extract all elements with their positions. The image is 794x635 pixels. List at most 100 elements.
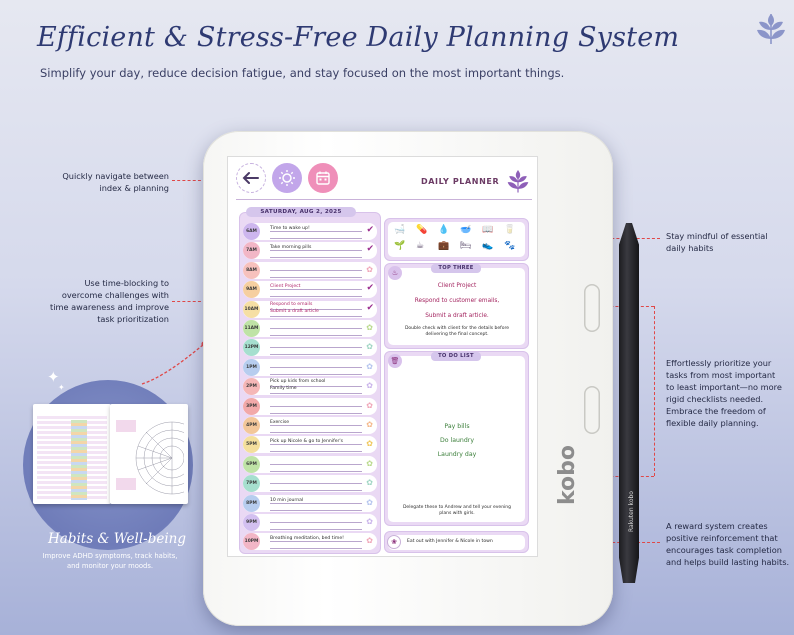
stylus-pen bbox=[619, 223, 639, 583]
hour-badge: 8AM bbox=[243, 261, 260, 279]
time-slot[interactable]: 1PM ✿ bbox=[243, 358, 377, 376]
calendar-button[interactable] bbox=[308, 163, 338, 193]
evening-plan-panel: ❀ Eat out with Jennifer & Nicole in town bbox=[384, 531, 529, 553]
time-slot[interactable]: 8PM 10 min journal ✿ bbox=[243, 494, 377, 512]
time-slot[interactable]: 6PM✿ bbox=[243, 455, 377, 473]
task-line bbox=[270, 509, 362, 511]
page-title: Efficient & Stress-Free Daily Planning S… bbox=[37, 22, 680, 53]
task-text[interactable]: Pick up kids from school bbox=[270, 379, 326, 385]
index-button[interactable] bbox=[272, 163, 302, 193]
water-glass-icon[interactable]: 🥛 bbox=[504, 225, 516, 235]
top-three-item[interactable]: Submit a draft article. bbox=[425, 313, 489, 319]
todo-item[interactable]: Do laundry bbox=[439, 437, 474, 444]
task-text[interactable]: Family time bbox=[270, 386, 297, 392]
task-text[interactable]: Take morning pills bbox=[270, 245, 312, 251]
page-back-button[interactable] bbox=[584, 386, 600, 434]
time-slot[interactable]: 8AM ✿ bbox=[243, 261, 377, 279]
checkmark-icon[interactable]: ✔ bbox=[366, 302, 374, 313]
top-three-item[interactable]: Client Project bbox=[437, 283, 477, 289]
task-line bbox=[270, 238, 362, 239]
evening-plan-text[interactable]: Eat out with Jennifer & Nicole in town bbox=[407, 539, 493, 544]
reward-flower-icon[interactable]: ✿ bbox=[366, 439, 373, 449]
reward-flower-icon[interactable]: ✿ bbox=[366, 361, 373, 371]
task-text[interactable]: Respond to emails bbox=[270, 301, 313, 307]
reward-flower-icon[interactable]: ✿ bbox=[366, 342, 373, 352]
task-line bbox=[270, 490, 362, 492]
task-text[interactable]: Client Project bbox=[270, 284, 301, 290]
task-line bbox=[270, 502, 362, 504]
checkmark-icon[interactable]: ✔ bbox=[366, 225, 374, 235]
time-slot[interactable]: 9PM✿ bbox=[243, 514, 377, 531]
reward-flower-icon[interactable]: ✿ bbox=[366, 400, 373, 410]
hour-badge: 4PM bbox=[243, 417, 260, 434]
header-divider bbox=[236, 199, 532, 200]
reward-flower-icon[interactable]: ✿ bbox=[366, 478, 373, 488]
todo-item[interactable]: Laundry day bbox=[437, 451, 477, 458]
planner-title: DAILY PLANNER bbox=[421, 177, 500, 186]
reward-flower-icon[interactable]: ✿ bbox=[366, 536, 373, 546]
task-line bbox=[270, 393, 362, 395]
top-three-item[interactable]: Respond to customer emails, bbox=[414, 298, 500, 304]
arrow-left-icon bbox=[242, 172, 259, 184]
task-line bbox=[270, 405, 362, 407]
time-slot[interactable]: 4PM Exercise ✿ bbox=[243, 417, 377, 434]
leaf-logo-icon bbox=[757, 14, 785, 44]
checkmark-icon[interactable]: ✔ bbox=[366, 283, 374, 294]
hour-badge: 8PM bbox=[243, 494, 260, 512]
reward-flower-icon[interactable]: ✿ bbox=[366, 264, 373, 274]
task-text[interactable]: Exercise bbox=[270, 420, 290, 425]
tea-icon[interactable]: ☕ bbox=[416, 241, 425, 251]
task-line bbox=[270, 412, 362, 414]
time-slot[interactable]: 12PM✿ bbox=[243, 339, 377, 357]
task-line bbox=[270, 444, 362, 446]
bowl-icon[interactable]: 🥣 bbox=[460, 225, 472, 235]
task-line bbox=[270, 347, 362, 349]
back-button[interactable] bbox=[236, 163, 266, 193]
task-line bbox=[270, 315, 362, 317]
bath-icon[interactable]: 🛁 bbox=[394, 225, 406, 235]
paw-icon[interactable]: 🐾 bbox=[504, 241, 516, 251]
hour-badge: 9AM bbox=[243, 281, 260, 299]
task-text[interactable]: Pick up Nicole & go to Jennifer's bbox=[270, 439, 344, 445]
task-line bbox=[270, 432, 362, 433]
date-banner: SATURDAY, AUG 2, 2025 bbox=[246, 207, 356, 217]
task-text[interactable]: Submit a draft article bbox=[270, 308, 319, 314]
todo-item[interactable]: Pay bills bbox=[444, 423, 470, 430]
checkmark-icon[interactable]: ✔ bbox=[366, 244, 374, 255]
reward-flower-icon[interactable]: ✿ bbox=[366, 323, 373, 332]
briefcase-icon[interactable]: 💼 bbox=[438, 241, 450, 251]
task-line bbox=[270, 354, 362, 356]
shoe-icon[interactable]: 👟 bbox=[482, 241, 494, 251]
reward-flower-icon[interactable]: ✿ bbox=[366, 517, 373, 526]
task-text[interactable]: Time to wake up! bbox=[270, 226, 310, 231]
plant-icon[interactable]: 🌱 bbox=[394, 241, 406, 251]
pill-icon[interactable]: 💊 bbox=[416, 225, 428, 235]
time-slot[interactable]: 11AM✿ bbox=[243, 320, 377, 337]
time-slot[interactable]: 7PM✿ bbox=[243, 475, 377, 493]
task-text[interactable]: Breathing meditation, bed time! bbox=[270, 536, 345, 542]
page-forward-button[interactable] bbox=[584, 284, 600, 332]
task-line bbox=[270, 470, 362, 472]
task-line bbox=[270, 257, 362, 259]
bed-icon[interactable]: 🛏 bbox=[460, 241, 472, 251]
reward-flower-icon[interactable]: ✿ bbox=[366, 381, 373, 391]
reward-flower-icon[interactable]: ✿ bbox=[366, 420, 373, 429]
todo-note: Delegate these to Andrew and tell your e… bbox=[402, 505, 512, 516]
task-text[interactable]: 10 min journal bbox=[270, 497, 304, 503]
time-slot[interactable]: 9AM Client Project ✔ bbox=[243, 281, 377, 299]
reward-flower-icon[interactable]: ✿ bbox=[366, 497, 373, 507]
hour-badge: 1PM bbox=[243, 358, 260, 376]
trash-icon: 🗑 bbox=[388, 354, 402, 368]
water-icon[interactable]: 💧 bbox=[438, 225, 450, 235]
book-icon[interactable]: 📖 bbox=[482, 225, 494, 235]
time-slot[interactable]: 3PM✿ bbox=[243, 397, 377, 415]
reward-flower-icon[interactable]: ✿ bbox=[366, 458, 373, 468]
task-line bbox=[270, 522, 362, 523]
task-line bbox=[270, 269, 362, 271]
